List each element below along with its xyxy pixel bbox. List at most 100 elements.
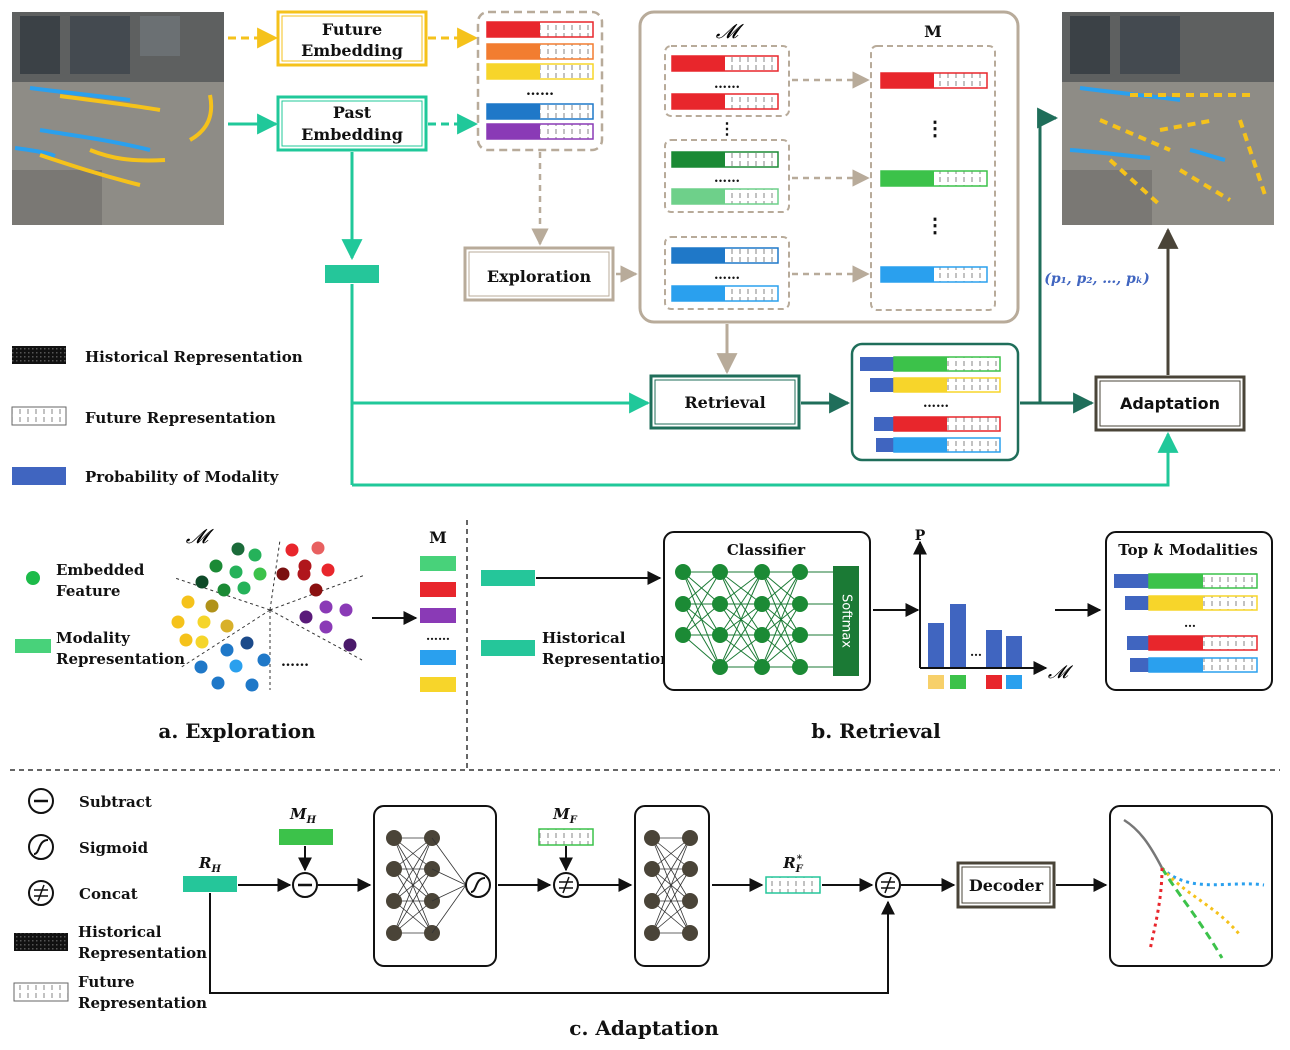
mlp-node — [386, 925, 402, 941]
m-f-label: MF — [552, 805, 578, 826]
embedded-point-20 — [220, 619, 234, 633]
modality-bars — [671, 55, 988, 302]
predicted-trajectories — [1123, 818, 1265, 959]
cluster-dots-1: …… — [714, 77, 740, 92]
retrieved-modality-bars — [860, 356, 1001, 453]
m-f-block — [538, 828, 594, 846]
embedded-point-5 — [253, 567, 267, 581]
retrieved-bar-4-rep — [893, 437, 1001, 453]
classifier-node — [792, 564, 808, 580]
modality-rep-1 — [420, 556, 456, 571]
legend-c-future-1: Future — [78, 973, 135, 991]
classifier-node — [754, 627, 770, 643]
cluster-bar-5 — [671, 247, 779, 264]
mlp-node — [644, 830, 660, 846]
embedded-point-25 — [339, 603, 353, 617]
mlp-edge — [393, 837, 433, 902]
embedded-point-14 — [321, 563, 335, 577]
mlp-edge — [651, 837, 691, 934]
legend-concat: Concat — [79, 885, 138, 903]
sigmoid-icon — [28, 834, 54, 860]
arrow-topk-output — [1037, 107, 1059, 403]
m-h-block — [279, 829, 333, 845]
mlp-network-1 — [386, 830, 467, 941]
embedded-point-21 — [179, 633, 193, 647]
mlp-node — [682, 893, 698, 909]
r-h-label: RH — [198, 854, 221, 875]
classifier-edge — [719, 571, 763, 605]
mlp-edge — [431, 884, 467, 902]
embedded-point-4 — [229, 565, 243, 579]
mlp-network-2 — [644, 830, 698, 941]
subtract-icon — [28, 788, 54, 814]
legend-probability-swatch — [12, 467, 66, 485]
prob-bar-3 — [986, 630, 1002, 689]
cluster-bar-1 — [671, 55, 779, 72]
classifier-node — [754, 596, 770, 612]
mlp-edge — [651, 900, 691, 934]
legend-future-label: Future Representation — [85, 409, 276, 427]
historical-rep-label-2: Representation — [542, 650, 671, 668]
embedded-point-26 — [319, 620, 333, 634]
bank-bar-2 — [486, 43, 594, 60]
classifier-edge — [682, 571, 721, 605]
bar-ellipsis: … — [970, 645, 982, 659]
embedded-point-2 — [248, 548, 262, 562]
bank-bar-5 — [486, 123, 594, 140]
embedded-point-32 — [257, 653, 271, 667]
prob-bar-1 — [928, 623, 944, 689]
cluster-ellipsis: …… — [281, 654, 309, 670]
probability-bars — [928, 604, 1022, 689]
mlp-node — [644, 893, 660, 909]
mlp-edge — [393, 837, 433, 934]
retrieved-bar-3-rep — [893, 416, 1001, 432]
modality-rep-2 — [420, 582, 456, 597]
retrieved-bar-1-rep — [893, 356, 1001, 372]
classifier-node — [675, 564, 691, 580]
exploration-box — [463, 246, 615, 302]
legend-c-future-2: Representation — [78, 994, 207, 1012]
set-symbol-a: 𝓜 — [186, 524, 215, 548]
legend-c-future-swatch — [13, 982, 69, 1002]
embedded-point-30 — [194, 660, 208, 674]
future-embedding-box — [276, 10, 428, 67]
classifier-edge — [761, 603, 801, 668]
legend-historical-swatch — [12, 346, 66, 364]
embedded-point-15 — [309, 583, 323, 597]
classifier-node — [712, 564, 728, 580]
past-embedding-label-1: Past — [333, 103, 372, 122]
embedded-point-8 — [237, 581, 251, 595]
mlp-node — [682, 830, 698, 846]
bank-vdots-2: ⋮ — [925, 213, 945, 237]
classifier-node — [754, 659, 770, 675]
classifier-label: Classifier — [727, 541, 806, 559]
arrow-rep-adaptation — [352, 431, 1179, 487]
mlp-node — [386, 830, 402, 846]
modality-rep-4 — [420, 650, 456, 665]
mlp-node — [644, 925, 660, 941]
mlp-node — [386, 861, 402, 877]
classifier-edge — [719, 571, 763, 668]
modality-rep-label-1: Modality — [56, 629, 131, 647]
prob-bar-2 — [950, 604, 966, 689]
prob-bar-4 — [1006, 636, 1022, 689]
r-f-block — [765, 876, 821, 894]
historical-rep-label-1: Historical — [542, 629, 626, 647]
future-embedding-label-2: Embedding — [301, 41, 403, 60]
retrieved-modalities-box — [850, 342, 1020, 462]
mlp-edge — [393, 837, 433, 870]
topk-bar-2 — [1125, 595, 1258, 611]
cluster-group-1 — [664, 45, 790, 117]
modality-rep-swatch — [15, 639, 51, 653]
bank-bar-3 — [486, 63, 594, 80]
mlp-edge — [393, 868, 433, 934]
mlp-box-1 — [373, 805, 497, 967]
bank-bar-1 — [486, 21, 594, 38]
bank-vdots-1: ⋮ — [925, 116, 945, 140]
m-axis-label: 𝓜 — [1048, 662, 1074, 683]
classifier-node — [712, 627, 728, 643]
concat-node-icon-1 — [553, 872, 579, 898]
embedded-point-34 — [245, 678, 259, 692]
classifier-edge — [719, 634, 763, 668]
retrieval-box — [649, 374, 801, 430]
